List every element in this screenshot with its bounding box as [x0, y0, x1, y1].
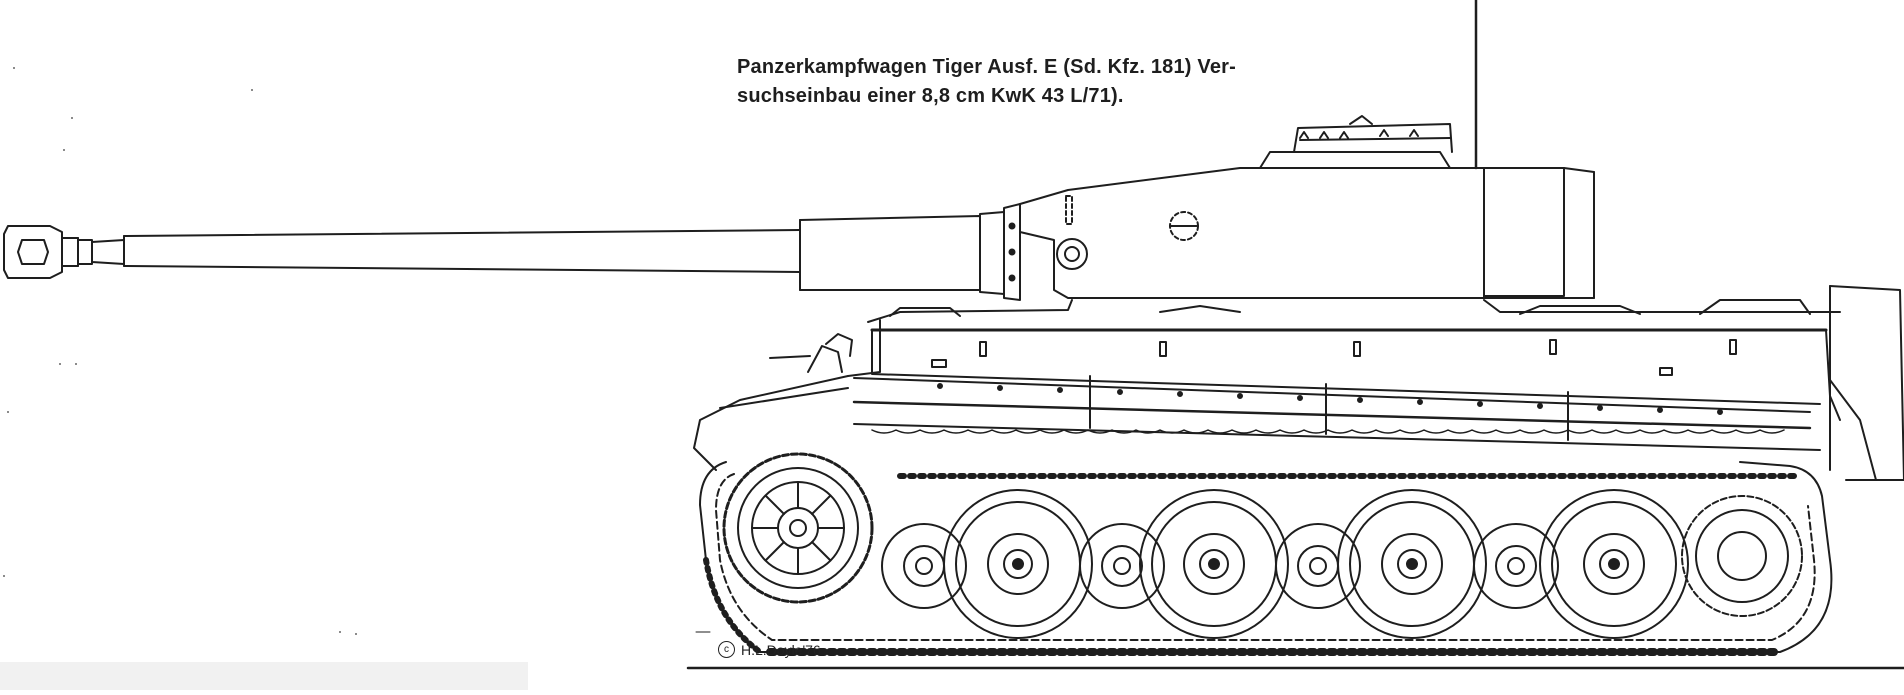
road-wheels [881, 489, 1689, 639]
idler-wheel [1681, 495, 1803, 617]
copyright-icon: c [718, 641, 735, 658]
caption-line-1: Panzerkampfwagen Tiger Ausf. E (Sd. Kfz.… [737, 56, 1237, 78]
gun-barrel [3, 203, 1021, 301]
scan-specks [3, 67, 357, 635]
turret [1019, 115, 1595, 299]
caption-line-2: suchseinbau einer 8,8 cm KwK 43 L/71). [737, 85, 1124, 107]
drawing-caption: Panzerkampfwagen Tiger Ausf. E (Sd. Kfz.… [737, 53, 1297, 111]
track [699, 461, 1833, 656]
scan-margin [0, 662, 528, 690]
drive-sprocket [722, 452, 874, 604]
hull [693, 285, 1904, 481]
artist-credit: c H.L.Doyle'76 [718, 641, 821, 658]
credit-text: H.L.Doyle'76 [741, 641, 821, 658]
